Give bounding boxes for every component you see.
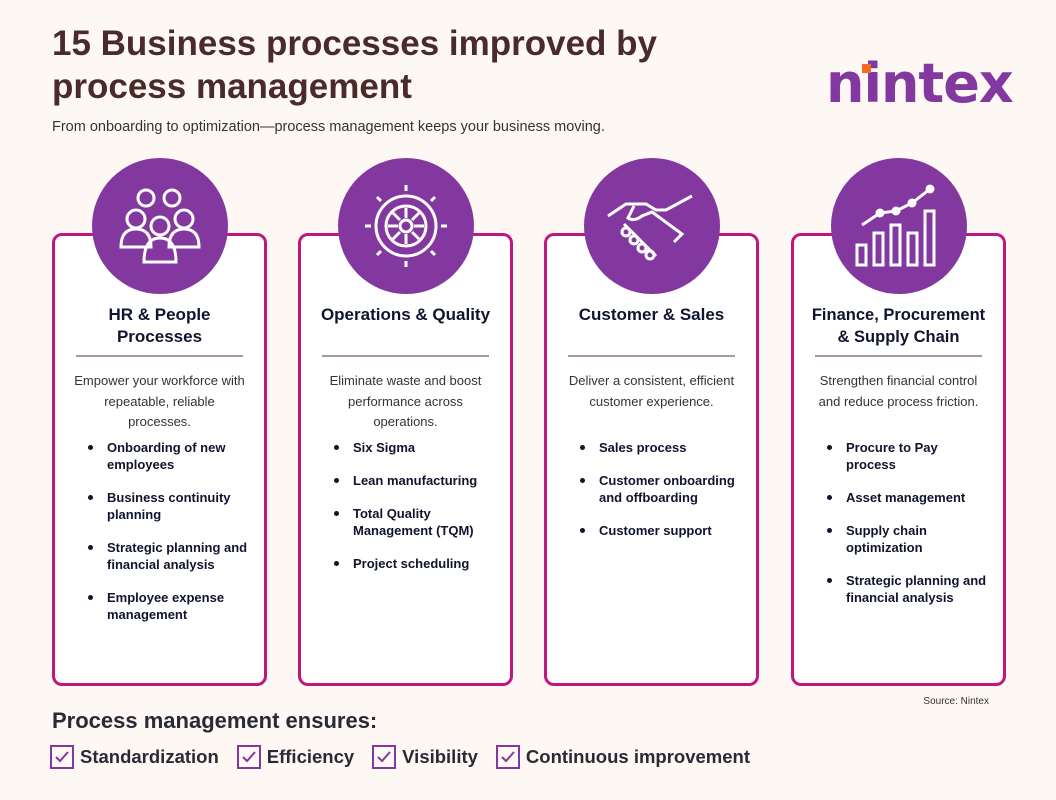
bar-chart-trend-icon — [854, 183, 944, 269]
list-item: Supply chain optimization — [824, 522, 991, 556]
card-title: Finance, Procurement & Supply Chain — [811, 306, 986, 346]
ensure-item: Continuous improvement — [495, 745, 750, 769]
handshake-icon-circle — [584, 158, 720, 294]
bar-chart-trend-icon-circle — [831, 158, 967, 294]
ensures-list: Standardization Efficiency Visibility Co… — [50, 745, 750, 769]
card-description: Eliminate waste and boost performance ac… — [329, 373, 482, 429]
card-divider — [76, 355, 243, 357]
card-divider — [815, 355, 982, 357]
list-item: Onboarding of new employees — [85, 439, 252, 473]
list-item: Strategic planning and financial analysi… — [824, 572, 991, 606]
people-group-icon-circle — [92, 158, 228, 294]
card-description: Strengthen financial control and reduce … — [818, 373, 979, 409]
gear-icon — [361, 181, 451, 271]
card-description: Empower your workforce with repeatable, … — [74, 373, 245, 429]
ensure-label: Visibility — [402, 746, 478, 767]
list-item: Business continuity planning — [85, 489, 252, 523]
list-item: Customer onboarding and offboarding — [577, 472, 744, 506]
list-item: Customer support — [577, 522, 744, 539]
ensures-title: Process management ensures: — [52, 708, 378, 733]
source-note: Source: Nintex — [923, 696, 989, 707]
ensure-item: Standardization — [50, 745, 219, 769]
ensure-label: Continuous improvement — [525, 746, 750, 767]
card-hr-people-processes: HR & People Processes Empower your workf… — [52, 233, 267, 686]
people-group-icon — [118, 184, 202, 268]
list-item: Project scheduling — [331, 555, 498, 572]
page-subtitle: From onboarding to optimization—process … — [52, 119, 605, 135]
ensure-label: Efficiency — [266, 746, 355, 767]
list-item: Sales process — [577, 439, 744, 456]
card-title: Operations & Quality — [320, 305, 491, 324]
card-title: HR & People Processes — [108, 305, 211, 346]
ensure-label: Standardization — [80, 746, 219, 767]
page-title: 15 Business processes improved by proces… — [52, 24, 657, 106]
card-finance-procurement-supply-chain: Finance, Procurement & Supply Chain Stre… — [791, 233, 1006, 686]
nintex-logo: nintex — [826, 52, 1014, 115]
logo-accent-dot — [862, 64, 871, 73]
card-customer-sales: Customer & Sales Deliver a consistent, e… — [544, 233, 759, 686]
checkbox-icon — [372, 745, 397, 769]
list-item: Total Quality Management (TQM) — [331, 505, 498, 539]
ensure-item: Efficiency — [236, 745, 355, 769]
checkbox-icon — [495, 745, 520, 769]
list-item: Strategic planning and financial analysi… — [85, 539, 252, 573]
card-operations-quality: Operations & Quality Eliminate waste and… — [298, 233, 513, 686]
card-divider — [322, 355, 489, 357]
list-item: Asset management — [824, 489, 991, 506]
list-item: Lean manufacturing — [331, 472, 498, 489]
list-item: Procure to Pay process — [824, 439, 991, 473]
gear-icon-circle — [338, 158, 474, 294]
ensure-item: Visibility — [372, 745, 478, 769]
list-item: Employee expense management — [85, 589, 252, 623]
card-divider — [568, 355, 735, 357]
card-title: Customer & Sales — [578, 305, 725, 324]
card-description: Deliver a consistent, efficient customer… — [568, 373, 735, 409]
handshake-icon — [604, 186, 700, 266]
checkbox-icon — [236, 745, 261, 769]
list-item: Six Sigma — [331, 439, 498, 456]
checkbox-icon — [50, 745, 74, 769]
